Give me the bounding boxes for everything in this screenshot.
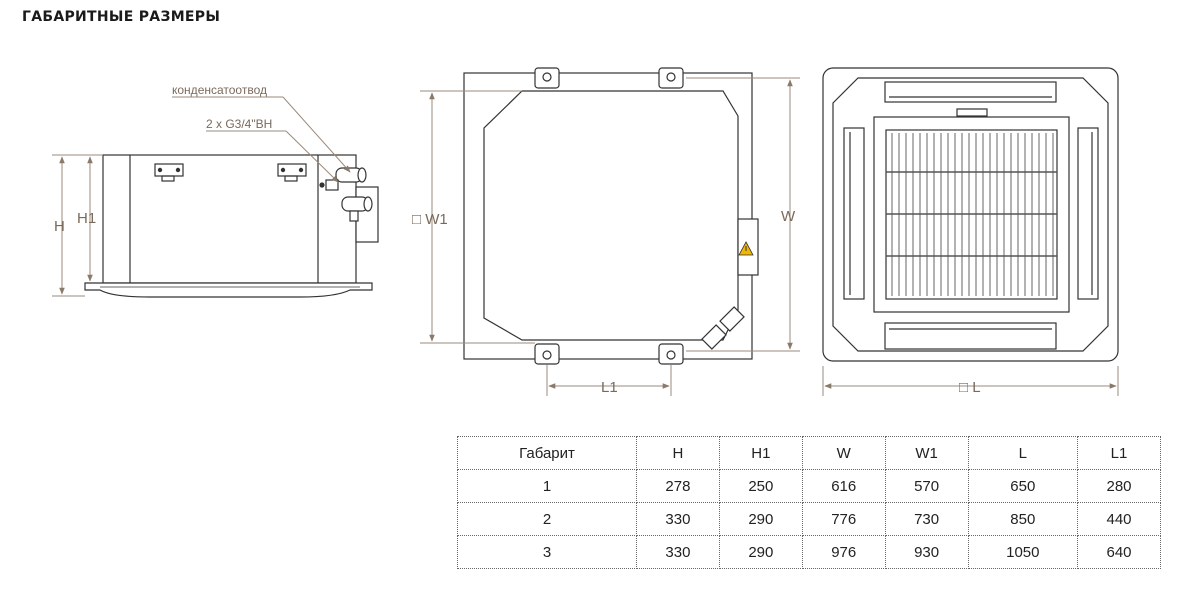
table-row: 3 330 290 976 930 1050 640 — [457, 535, 1161, 569]
side-dimensions — [52, 154, 103, 297]
header-l1: L1 — [1077, 436, 1161, 470]
header-l: L — [967, 436, 1079, 470]
louver-left — [843, 127, 865, 300]
dim-h1-label: H1 — [77, 210, 96, 227]
louver-top — [884, 81, 1057, 103]
louver-bottom — [884, 322, 1057, 350]
grille-bars — [886, 133, 1057, 296]
table-cell: 930 — [884, 535, 969, 569]
decorative-panel-edge — [84, 282, 373, 298]
table-cell: 278 — [636, 469, 720, 503]
top-view — [463, 67, 759, 365]
table-cell: 440 — [1077, 502, 1161, 536]
callout-drain-label: конденсатоотвод — [172, 83, 267, 97]
table-cell: 280 — [1077, 469, 1161, 503]
table-cell: 330 — [636, 502, 720, 536]
table-cell: 776 — [801, 502, 886, 536]
table-cell: 330 — [636, 535, 720, 569]
unit-outline — [483, 90, 739, 341]
dim-h-label: H — [54, 218, 65, 235]
hanger-bracket-icon — [277, 163, 307, 182]
hanger-bracket-icon — [658, 67, 684, 89]
table-cell: 640 — [1077, 535, 1161, 569]
table-cell: 650 — [967, 469, 1079, 503]
dim-w1-label: □ W1 — [412, 211, 448, 228]
dimensions-table: Габарит H H1 W W1 L L1 1 278 250 616 570… — [457, 436, 1161, 569]
table-cell: 730 — [884, 502, 969, 536]
table-row: 2 330 290 776 730 850 440 — [457, 502, 1161, 536]
table-cell: 616 — [801, 469, 886, 503]
table-cell: 850 — [967, 502, 1079, 536]
header-h1: H1 — [718, 436, 803, 470]
table-cell: 2 — [457, 502, 637, 536]
hanger-bracket-icon — [154, 163, 184, 182]
panel-view — [822, 67, 1119, 362]
table-cell: 1 — [457, 469, 637, 503]
table-cell: 1050 — [967, 535, 1079, 569]
panel-dimensions — [822, 366, 1119, 396]
header-size: Габарит — [457, 436, 637, 470]
table-cell: 976 — [801, 535, 886, 569]
table-row: 1 278 250 616 570 650 280 — [457, 469, 1161, 503]
control-box — [355, 186, 379, 243]
side-view — [84, 154, 379, 298]
callout-connection-label: 2 x G3/4"ВН — [206, 117, 272, 131]
header-w: W — [801, 436, 886, 470]
table-cell: 290 — [718, 535, 803, 569]
side-callouts: конденсатоотвод 2 x G3/4"ВН — [172, 83, 351, 183]
louver-right — [1077, 127, 1099, 300]
dim-l-label: □ L — [959, 379, 981, 396]
header-h: H — [636, 436, 720, 470]
table-cell: 3 — [457, 535, 637, 569]
hanger-bracket-icon — [658, 343, 684, 365]
top-dimensions — [420, 77, 800, 396]
table-header-row: Габарит H H1 W W1 L L1 — [457, 436, 1161, 470]
hanger-bracket-icon — [534, 67, 560, 89]
pipe-connection-icon — [701, 306, 745, 350]
hanger-bracket-icon — [534, 343, 560, 365]
dim-w-label: W — [781, 208, 796, 225]
table-cell: 570 — [884, 469, 969, 503]
table-cell: 250 — [718, 469, 803, 503]
display-icon — [956, 108, 988, 117]
page-title: ГАБАРИТНЫЕ РАЗМЕРЫ — [22, 9, 221, 25]
table-cell: 290 — [718, 502, 803, 536]
dimension-drawings: конденсатоотвод 2 x G3/4"ВН H H1 — [52, 67, 1119, 396]
dim-l1-label: L1 — [601, 379, 618, 396]
header-w1: W1 — [884, 436, 969, 470]
